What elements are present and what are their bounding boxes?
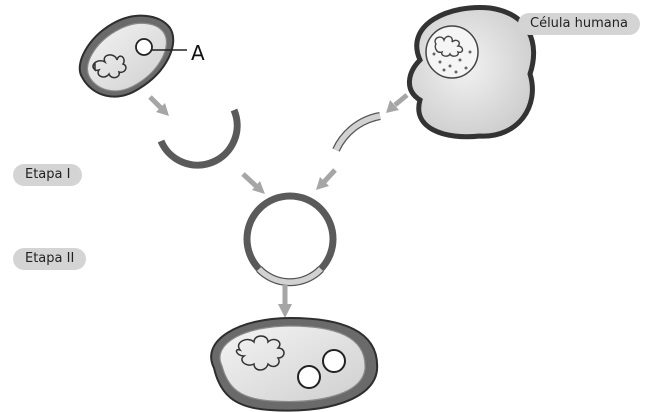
label-celula-humana: Célula humana: [518, 13, 640, 35]
recombinant-plasmid-small-1: [323, 350, 345, 372]
bacterium-bottom: [211, 318, 377, 411]
label-etapa-1: Etapa I: [13, 164, 82, 186]
label-a: A: [191, 41, 205, 65]
dna-fragment: [336, 116, 380, 150]
cut-plasmid: [161, 110, 237, 165]
recombinant-plasmid: [247, 196, 333, 282]
human-cell: [409, 7, 533, 136]
label-etapa-2: Etapa II: [13, 248, 86, 270]
arrow-fragment-to-recombinant: [316, 170, 335, 190]
plasmid-a: [136, 39, 152, 55]
arrow-recombinant-to-bacterium: [278, 285, 292, 318]
arrow-plasmid-to-recombinant: [243, 174, 265, 194]
arrow-human-to-fragment: [386, 95, 407, 113]
arrow-bacterium-to-plasmid: [150, 97, 169, 116]
recombinant-plasmid-small-2: [298, 366, 320, 388]
bacterium-top: [80, 16, 187, 97]
